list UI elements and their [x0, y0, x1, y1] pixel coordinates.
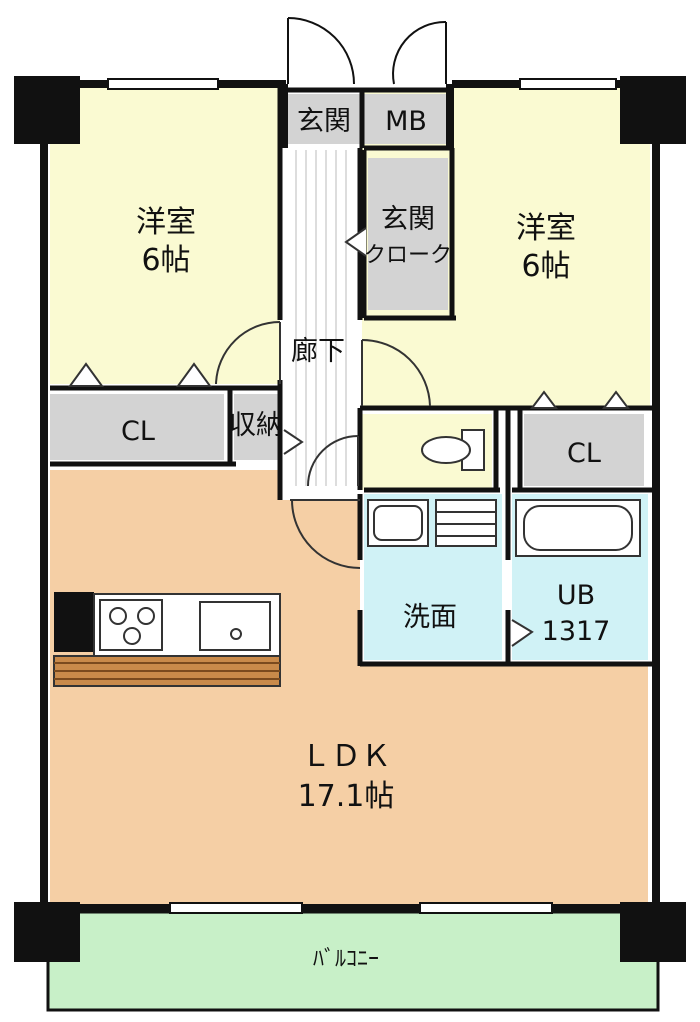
hallway-floor-lines [295, 150, 347, 486]
western-left-size: 6帖 [141, 243, 190, 278]
windows [107, 78, 617, 914]
room-ldk [50, 470, 648, 904]
ldk-size: 17.1帖 [298, 779, 395, 814]
kitchen-counter [53, 593, 281, 687]
room-closet-left [50, 394, 224, 460]
washer-area-icon [435, 499, 497, 547]
closet-door-marks [68, 227, 630, 647]
bath-size: 1317 [542, 616, 611, 647]
balcony-area [46, 910, 660, 1012]
door-swings [215, 321, 431, 569]
western-right-name: 洋室 [516, 211, 576, 246]
entrance-closet-label: 玄関 [381, 204, 435, 235]
columns [14, 76, 686, 962]
washbasin-icon [367, 499, 429, 547]
entrance-closet-sub: クローク [364, 243, 452, 268]
meter-box-label: MB [385, 106, 427, 137]
room-storage [234, 394, 280, 460]
western-right-size: 6帖 [521, 249, 570, 284]
bathtub-icon [515, 499, 641, 557]
room-meter-box [364, 94, 448, 144]
western-left-name: 洋室 [136, 205, 196, 240]
hallway-label: 廊下 [291, 336, 345, 367]
closet-right-label: CL [567, 438, 601, 469]
closet-left-label: CL [121, 416, 155, 447]
storage-label: 収納 [229, 410, 283, 441]
room-hallway [284, 148, 360, 488]
entrance-label: 玄関 [297, 106, 351, 137]
washroom-label: 洗面 [403, 602, 457, 633]
room-entrance [288, 94, 360, 144]
ldk-label: ＬＤＫ [301, 739, 391, 774]
balcony-label: ﾊﾞﾙｺﾆｰ [313, 947, 379, 972]
room-entrance-closet [368, 158, 448, 310]
room-closet-right [524, 414, 644, 486]
toilet-icon [421, 429, 485, 471]
bath-label: UB [557, 580, 595, 611]
entrance-doors [287, 17, 447, 85]
